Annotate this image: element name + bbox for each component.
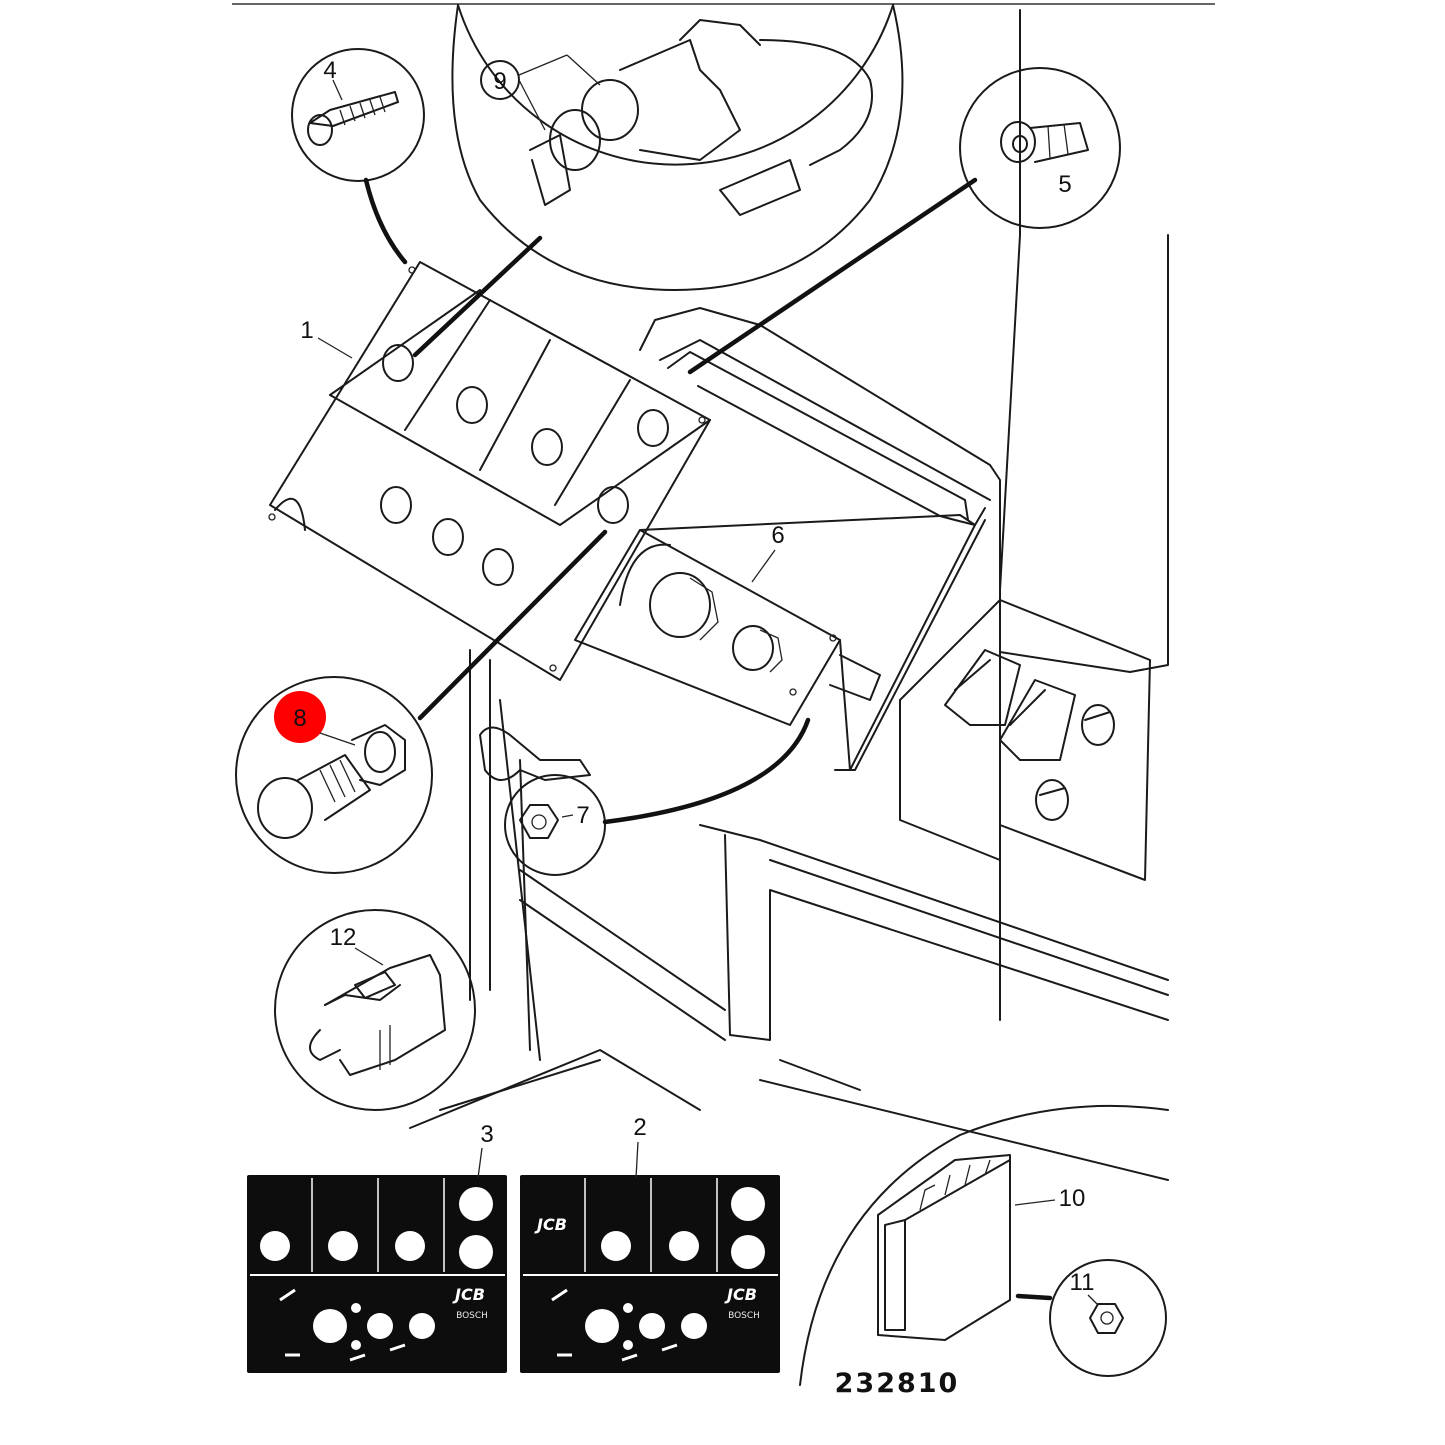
callout-1: 1 [300, 317, 313, 344]
screw-icon [309, 91, 399, 127]
callout-9: 9 [493, 68, 506, 95]
callout-2: 2 [633, 1114, 646, 1141]
highlight-marker [274, 691, 326, 743]
detail-ecu: 10 11 [799, 1104, 1169, 1386]
detail-connector: 12 [274, 909, 476, 1111]
callout-7: 7 [576, 802, 589, 829]
callout-8: 8 [293, 705, 306, 732]
drawing-number: 232810 [835, 1368, 960, 1399]
lever-knob [479, 726, 591, 781]
leader-4 [363, 177, 408, 265]
leader-7 [602, 717, 811, 825]
leader-1 [317, 337, 353, 359]
grommet-clip-icon [1000, 121, 1089, 163]
callout-10: 10 [1059, 1185, 1086, 1212]
switch-panel [268, 261, 711, 681]
detail-push-button: 8 [235, 676, 433, 874]
control-unit-icon [877, 1154, 1011, 1341]
leader-11 [1015, 1293, 1053, 1301]
detail-clip: 5 [959, 67, 1121, 229]
panel-brand-3: JCB [452, 1285, 485, 1304]
panel-brand-2: JCB [534, 1215, 567, 1234]
detail-nut: 7 [504, 774, 606, 876]
callout-11: 11 [1070, 1269, 1095, 1296]
panel-graphic-2: JCB JCB BOSCH 2 [520, 1114, 780, 1373]
panel-graphic-3: JCB BOSCH 3 [247, 1121, 507, 1373]
callout-12: 12 [330, 924, 357, 951]
leader-5 [687, 177, 978, 375]
nut-icon [519, 804, 559, 839]
knob-subpanel [574, 514, 986, 771]
ignition-switch-icon [529, 19, 873, 216]
nut-icon [1089, 1303, 1124, 1334]
detail-ignition: 9 [451, 4, 904, 291]
callout-3: 3 [480, 1121, 493, 1148]
detail-screw: 4 [291, 48, 425, 182]
leader-8 [417, 529, 608, 721]
push-button-icon [257, 724, 406, 839]
console-structure [409, 9, 1169, 1181]
callout-6: 6 [771, 522, 784, 549]
panel-brand-2b: JCB [724, 1285, 757, 1304]
callout-5: 5 [1058, 171, 1071, 198]
panel-maker-3: BOSCH [456, 1311, 488, 1321]
connector-icon [309, 954, 446, 1076]
leader-6 [751, 549, 776, 583]
leader-9 [412, 235, 543, 358]
callout-4: 4 [323, 57, 336, 84]
panel-maker-2: BOSCH [728, 1311, 760, 1321]
